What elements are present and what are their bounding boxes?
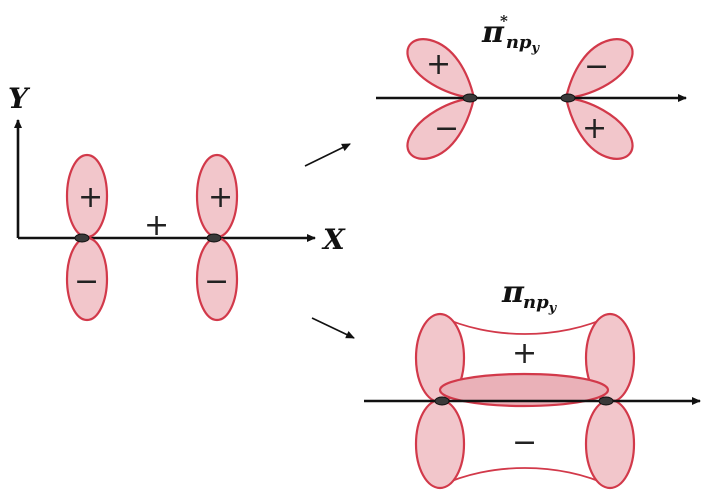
- antibonding-orbital: + − − + π*npy: [376, 12, 687, 160]
- arrow-to-antibonding: [304, 143, 351, 167]
- plus-sign-upper-left: +: [426, 47, 451, 82]
- left-py-orbital: + −: [65, 153, 109, 322]
- antibonding-label: π*npy: [481, 12, 541, 56]
- plus-sign: +: [208, 180, 233, 215]
- upper-envelope-curve: [439, 315, 611, 335]
- plus-sign-upper: +: [512, 336, 537, 371]
- plus-sign-lower-right: +: [582, 111, 607, 146]
- combination-plus-sign: +: [144, 208, 169, 243]
- central-overlap-lobe: [438, 372, 610, 408]
- nucleus-left: [462, 93, 478, 103]
- nucleus-right: [560, 93, 576, 103]
- lower-right-lobe: [564, 96, 634, 160]
- right-lower-lobe: [584, 398, 636, 490]
- x-axis-label: X: [321, 223, 346, 256]
- lower-left-lobe: [406, 96, 476, 160]
- upper-left-lobe: [406, 38, 476, 100]
- left-lower-lobe: [414, 398, 466, 490]
- nucleus-right: [598, 396, 614, 406]
- nucleus: [206, 233, 222, 243]
- bonding-orbital: + − πnpy: [364, 275, 701, 490]
- minus-sign-upper-right: −: [584, 49, 609, 84]
- arrow-to-bonding: [311, 317, 355, 339]
- bonding-label: πnpy: [501, 275, 558, 316]
- minus-sign-lower-left: −: [434, 111, 459, 146]
- lower-envelope-curve: [439, 467, 611, 487]
- minus-sign: −: [74, 264, 99, 299]
- nucleus-left: [434, 396, 450, 406]
- y-axis-label: Y: [8, 82, 31, 115]
- nucleus: [74, 233, 90, 243]
- coordinate-axes: Y X: [8, 82, 346, 256]
- minus-sign-lower: −: [512, 425, 537, 460]
- minus-sign: −: [204, 264, 229, 299]
- plus-sign: +: [78, 180, 103, 215]
- right-py-orbital: + −: [195, 153, 239, 322]
- upper-right-lobe: [564, 38, 634, 100]
